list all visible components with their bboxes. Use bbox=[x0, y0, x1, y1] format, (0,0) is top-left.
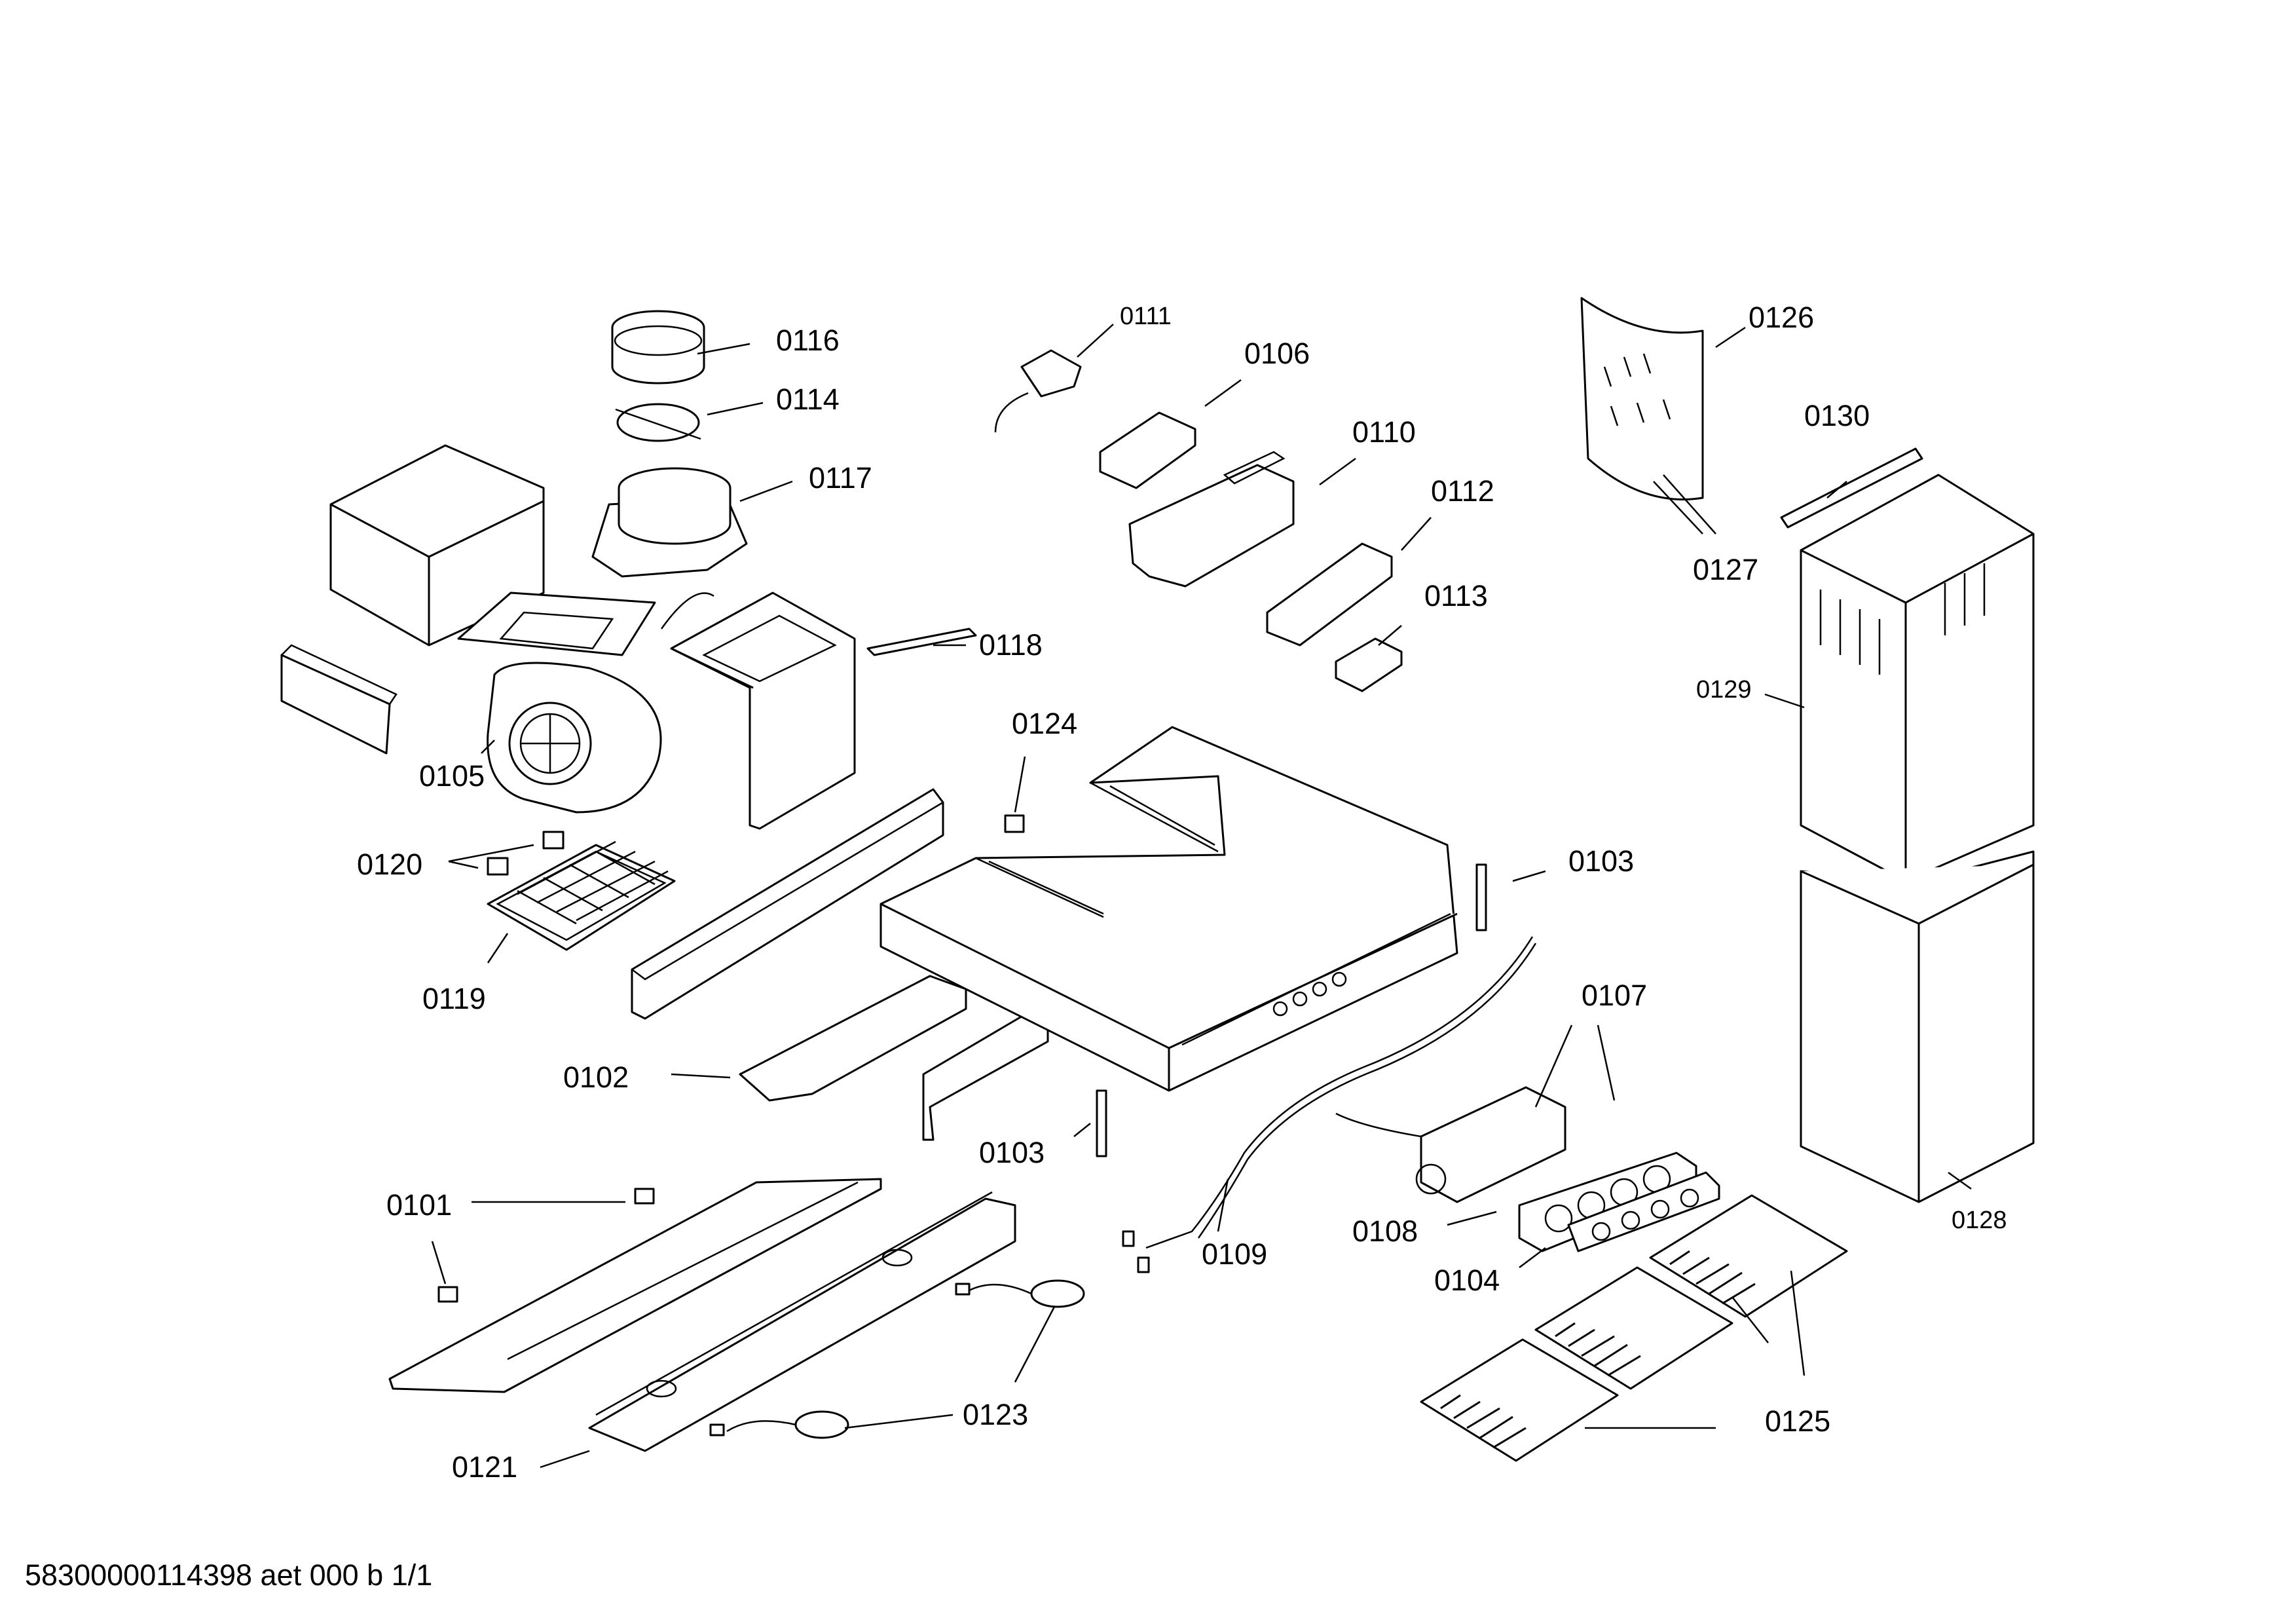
callout-0120: 0120 bbox=[357, 848, 422, 881]
callout-0128: 0128 bbox=[1952, 1207, 2007, 1234]
part-0106-capacitor bbox=[1099, 411, 1196, 489]
part-0101-rail bbox=[388, 1178, 882, 1393]
part-0125-filter-c bbox=[1649, 1194, 1848, 1318]
part-0120-clips bbox=[487, 831, 565, 876]
part-0123-lamp-lower bbox=[709, 1410, 849, 1439]
part-0121-rail bbox=[588, 1191, 1016, 1452]
part-0125-filter-a bbox=[1420, 1338, 1619, 1462]
part-0103-bracket-lower bbox=[1096, 1089, 1107, 1157]
callout-0116: 0116 bbox=[776, 324, 840, 357]
callout-0124: 0124 bbox=[1012, 707, 1077, 740]
callout-0111: 0111 bbox=[1120, 303, 1172, 330]
callout-0114: 0114 bbox=[776, 383, 840, 416]
callout-0119: 0119 bbox=[422, 982, 486, 1015]
part-0110-control-box bbox=[1128, 451, 1295, 588]
part-0129-upper-chimney bbox=[1800, 474, 2035, 882]
callout-0105: 0105 bbox=[419, 759, 485, 793]
callout-0121: 0121 bbox=[452, 1450, 517, 1484]
callout-0107: 0107 bbox=[1582, 979, 1647, 1012]
callout-0103-lower: 0103 bbox=[979, 1136, 1045, 1169]
part-0126-screw-bag bbox=[1580, 297, 1704, 500]
callout-0106: 0106 bbox=[1244, 337, 1310, 370]
part-0117-fan-adapter bbox=[591, 467, 748, 578]
part-side-bracket bbox=[280, 644, 398, 755]
callout-0102: 0102 bbox=[563, 1060, 629, 1094]
callout-0125: 0125 bbox=[1765, 1404, 1830, 1438]
callout-0101: 0101 bbox=[386, 1188, 452, 1222]
part-0105-blower-motor bbox=[457, 591, 714, 814]
part-0123-lamp-upper bbox=[955, 1279, 1085, 1308]
document-id: 58300000114398 aet 000 b 1/1 bbox=[25, 1558, 432, 1592]
part-0114-damper-flap bbox=[615, 403, 701, 442]
callout-0113: 0113 bbox=[1424, 579, 1488, 612]
part-0113-terminal bbox=[1335, 637, 1403, 692]
part-0109-cable bbox=[1122, 936, 1537, 1273]
part-0107-switch-module bbox=[1335, 1086, 1566, 1203]
callout-0130: 0130 bbox=[1804, 399, 1870, 432]
part-motor-side-panel bbox=[670, 591, 856, 830]
callout-0110: 0110 bbox=[1352, 415, 1416, 449]
callout-0104: 0104 bbox=[1434, 1264, 1500, 1297]
part-0104-button-panel bbox=[1567, 1171, 1720, 1252]
part-0112-switch-block bbox=[1266, 542, 1393, 647]
callout-0118: 0118 bbox=[979, 628, 1043, 662]
part-motor-housing-panel bbox=[329, 444, 545, 647]
part-hood-body bbox=[880, 726, 1458, 1092]
callout-0112: 0112 bbox=[1431, 474, 1494, 508]
part-0116-outlet-collar bbox=[611, 310, 705, 385]
part-mounting-rail bbox=[631, 788, 944, 1020]
callout-0108: 0108 bbox=[1352, 1214, 1418, 1248]
part-0103-bracket-upper bbox=[1475, 863, 1487, 931]
leader-lines bbox=[431, 324, 1972, 1469]
callout-0103-upper: 0103 bbox=[1568, 844, 1634, 878]
part-0124-clip bbox=[1004, 814, 1025, 833]
part-0130-bracket bbox=[1780, 447, 1923, 529]
callout-0123: 0123 bbox=[963, 1398, 1028, 1431]
part-0125-filter-b bbox=[1534, 1266, 1733, 1390]
callout-0117: 0117 bbox=[809, 461, 872, 495]
part-0128-lower-chimney bbox=[1800, 850, 2035, 1203]
part-0118-strip bbox=[866, 628, 977, 656]
callout-0126: 0126 bbox=[1749, 301, 1814, 334]
callout-0129: 0129 bbox=[1696, 676, 1752, 704]
callout-0127: 0127 bbox=[1693, 553, 1758, 586]
callout-0109: 0109 bbox=[1202, 1237, 1267, 1271]
part-0111-mains-plug bbox=[994, 349, 1082, 433]
part-0119-grease-grid bbox=[487, 840, 676, 951]
